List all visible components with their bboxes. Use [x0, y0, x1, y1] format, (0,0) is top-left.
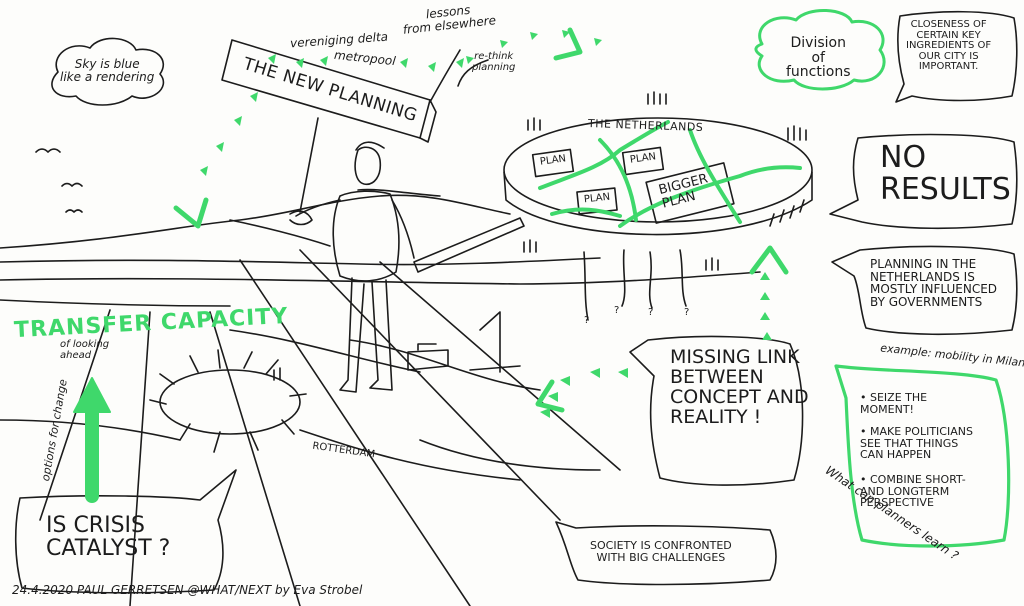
no-results-box-outline	[829, 133, 1018, 230]
options-arrow-head	[73, 377, 111, 413]
missing-link-text: MISSING LINK BETWEEN CONCEPT AND REALITY…	[670, 346, 809, 428]
rethink-label: re-think planning	[472, 51, 516, 73]
missing-link-box-outline	[629, 335, 804, 486]
looking-ahead-text: of looking ahead	[60, 339, 110, 361]
plank	[413, 217, 525, 273]
virus-spikes	[149, 349, 307, 453]
person-head	[354, 146, 382, 185]
planners-box-outline	[834, 364, 1011, 548]
society-text: SOCIETY IS CONFRONTED WITH BIG CHALLENGE…	[590, 539, 732, 564]
netherlands-disc-hatch	[769, 199, 805, 227]
plan-strings	[621, 249, 626, 307]
road-line	[129, 311, 151, 606]
bridge-drawing	[417, 343, 437, 351]
lessons-arrow	[429, 49, 461, 103]
green-arrow-dots	[466, 30, 602, 64]
rethink-arrow	[457, 59, 489, 87]
river-line	[229, 329, 421, 373]
person-body	[332, 190, 400, 282]
green-arrowhead	[173, 197, 209, 229]
bullet-3: • COMBINE SHORT- AND LONGTERM PERSPECTIV…	[860, 473, 966, 510]
road-line	[39, 309, 111, 521]
person-hair	[355, 141, 385, 151]
closeness-box-outline	[895, 10, 1018, 103]
bridge-drawing	[469, 365, 521, 371]
division-cloud-outline	[754, 8, 886, 91]
person-scarf	[357, 188, 441, 197]
green-roads	[618, 165, 802, 228]
question-mark: ?	[584, 315, 590, 326]
road-line	[299, 249, 561, 521]
green-arrow-dots	[200, 92, 258, 176]
planning-text: PLANNING IN THE NETHERLANDS IS MOSTLY IN…	[870, 257, 998, 309]
landscape-line	[0, 257, 601, 266]
green-roads	[688, 128, 742, 224]
green-arrow-dots	[760, 272, 772, 340]
road-line	[419, 439, 601, 471]
plan-strings	[583, 251, 589, 321]
footer-credit: 24.4.2020 PAUL GERRETSEN @WHAT/NEXT by E…	[12, 583, 363, 597]
no-results-text: NO RESULTS	[880, 140, 1011, 207]
bullet-1: • SEIZE THE MOMENT!	[860, 391, 928, 416]
green-arrow-dots	[540, 368, 628, 418]
person-legs	[369, 279, 393, 391]
division-cloud-text: Division of functions	[786, 35, 851, 81]
landscape-line	[0, 271, 761, 285]
green-arrowhead	[553, 27, 583, 61]
plan-box	[645, 162, 735, 224]
sky-cloud-text: Sky is blue like a rendering	[60, 57, 155, 84]
people-icon	[273, 91, 807, 381]
road-line	[239, 259, 471, 606]
bullet-2: • MAKE POLITICIANS SEE THAT THINGS CAN H…	[860, 425, 973, 462]
plan-strings	[679, 249, 687, 307]
person-arm	[295, 199, 341, 217]
green-roads	[538, 120, 670, 190]
landscape-line	[229, 219, 331, 247]
sign-arm	[289, 210, 313, 226]
birds	[35, 148, 83, 213]
question-mark: ?	[648, 307, 654, 318]
landscape-line	[0, 299, 231, 307]
river-line	[349, 339, 541, 391]
question-mark: ?	[684, 307, 690, 318]
landscape-line	[0, 194, 511, 249]
bridge-drawing	[407, 349, 449, 371]
bridge-drawing	[479, 311, 501, 373]
closeness-text: CLOSENESS OF CERTAIN KEY INGREDIENTS OF …	[906, 19, 992, 72]
green-roads	[550, 207, 622, 218]
road-line	[299, 429, 521, 481]
green-roads	[598, 138, 638, 222]
plan-box	[621, 146, 665, 176]
netherlands-disc-edge	[503, 171, 813, 236]
road-line	[209, 311, 301, 606]
sign-board	[419, 99, 437, 143]
is-crisis-text: IS CRISIS CATALYST ?	[46, 513, 171, 562]
green-arrowhead	[749, 245, 789, 275]
sky-cloud-outline	[51, 37, 165, 106]
sign-pole	[299, 117, 319, 213]
plan-box	[531, 148, 575, 178]
plan-strings	[648, 251, 653, 309]
question-mark: ?	[614, 305, 620, 316]
planning-box-outline	[831, 245, 1018, 336]
society-box-outline	[555, 521, 777, 586]
person-arm	[391, 199, 415, 259]
person-legs	[339, 277, 365, 393]
is-crisis-box-outline	[14, 469, 237, 594]
green-arrowhead	[535, 379, 565, 413]
